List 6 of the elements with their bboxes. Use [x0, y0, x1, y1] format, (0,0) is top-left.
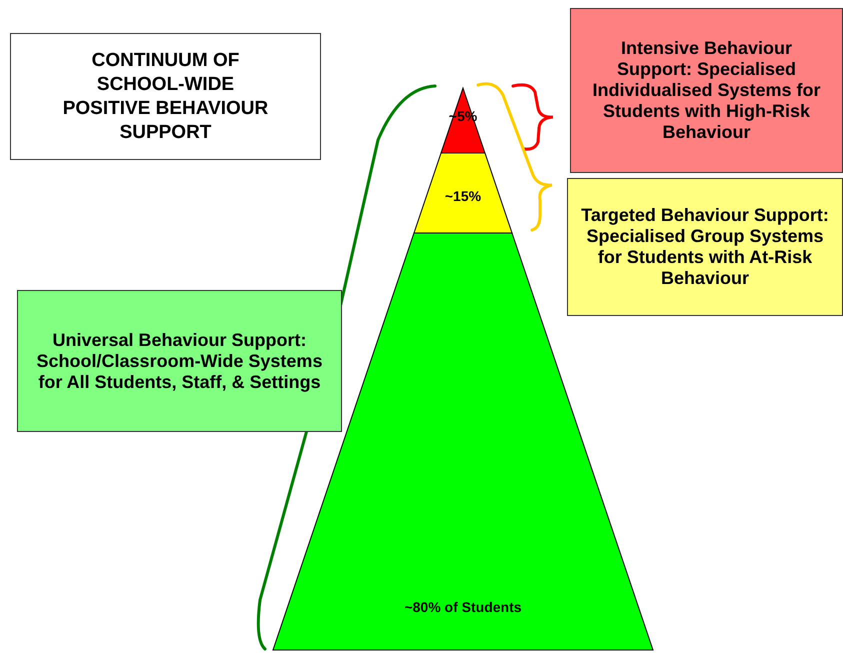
info-box: Intensive Behaviour Support: Specialised Individualised Systems for Students with High-Risk Behaviour [570, 8, 843, 173]
info-box: Targeted Behaviour Support: Specialised Group Systems for Students with At-Risk Behaviour [567, 178, 843, 316]
title-box: CONTINUUM OF SCHOOL-WIDE POSITIVE BEHAVIOUR SUPPORT [10, 33, 321, 160]
percentage-label: ~15% [444, 188, 482, 204]
info-box: Universal Behaviour Support: School/Classroom-Wide Systems for All Students, Staff, & Settings [17, 290, 342, 432]
percentage-label: ~80% of Students [403, 599, 523, 616]
